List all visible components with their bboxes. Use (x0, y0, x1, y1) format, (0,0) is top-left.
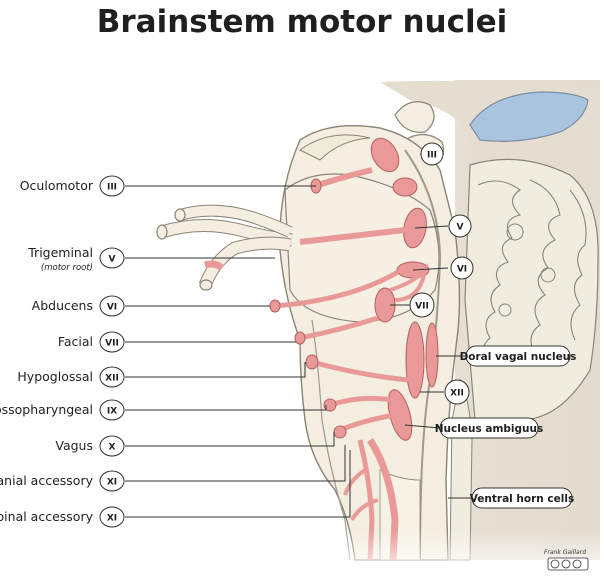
numeral-badge: V (99, 247, 125, 269)
nerve-name: Glossopharyngeal (0, 402, 93, 417)
numeral-badge: VII (99, 331, 125, 353)
callout-dorsal-vagal: Doral vagal nucleus (460, 345, 577, 367)
svg-text:XII: XII (450, 389, 464, 399)
numeral-badge: XII (99, 366, 125, 388)
nucleus-badge: XII (444, 379, 470, 405)
numeral-badge: VI (99, 295, 125, 317)
svg-text:III: III (427, 151, 437, 161)
nerve-numeral-badges: III V VI VII XII IX X XI XI (99, 175, 125, 528)
nerve-subtitle: (motor root) (41, 263, 93, 273)
numeral-badge: XI (99, 470, 125, 492)
leader-lines (125, 153, 472, 518)
page-title: Brainstem motor nuclei (96, 4, 508, 40)
svg-text:Ventral horn cells: Ventral horn cells (470, 493, 574, 505)
svg-text:VI: VI (457, 265, 467, 275)
svg-text:Nucleus ambiguus: Nucleus ambiguus (435, 423, 543, 435)
credit-text: Frank Gaillard (544, 549, 586, 556)
nucleus-badge: VII (409, 292, 435, 318)
svg-text:V: V (109, 255, 116, 265)
svg-text:XII: XII (105, 374, 119, 384)
svg-text:VII: VII (415, 302, 429, 312)
numeral-badge: IX (99, 399, 125, 421)
nerve-name: Hypoglossal (17, 369, 93, 384)
nerve-labels: Oculomotor Trigeminal (motor root) Abduc… (0, 178, 94, 524)
nucleus-badge: III (420, 142, 444, 166)
cerebellum (464, 158, 599, 421)
nucleus-badge: V (448, 214, 472, 238)
svg-text:Doral vagal nucleus: Doral vagal nucleus (460, 351, 577, 363)
svg-text:IX: IX (107, 407, 117, 417)
svg-text:VI: VI (107, 303, 117, 313)
svg-text:X: X (109, 443, 116, 453)
trigeminal-root (156, 204, 293, 291)
credit-mark: Frank Gaillard (544, 549, 589, 571)
numeral-badge: X (99, 435, 125, 457)
motor-nuclei (269, 137, 439, 561)
brainstem (279, 125, 473, 561)
nerve-name: Facial (58, 334, 93, 349)
nerve-name: Trigeminal (27, 245, 93, 260)
nucleus-numeral-badges: III V VI VII XII (409, 142, 474, 405)
callout-ventral-horn: Ventral horn cells (470, 487, 574, 509)
nerve-name: Spinal accessory (0, 509, 94, 524)
nerve-name: Abducens (32, 298, 93, 313)
callout-nucleus-ambiguus: Nucleus ambiguus (435, 417, 543, 439)
nucleus-badge: VI (450, 256, 474, 280)
nerve-name: Oculomotor (20, 178, 94, 193)
svg-text:V: V (457, 223, 464, 233)
numeral-badge: XI (99, 506, 125, 528)
nerve-name: Cranial accessory (0, 473, 94, 488)
svg-text:VII: VII (105, 339, 119, 349)
svg-text:XI: XI (107, 514, 117, 524)
numeral-badge: III (99, 175, 125, 197)
svg-text:XI: XI (107, 478, 117, 488)
svg-text:III: III (107, 183, 117, 193)
nerve-name: Vagus (55, 438, 93, 453)
